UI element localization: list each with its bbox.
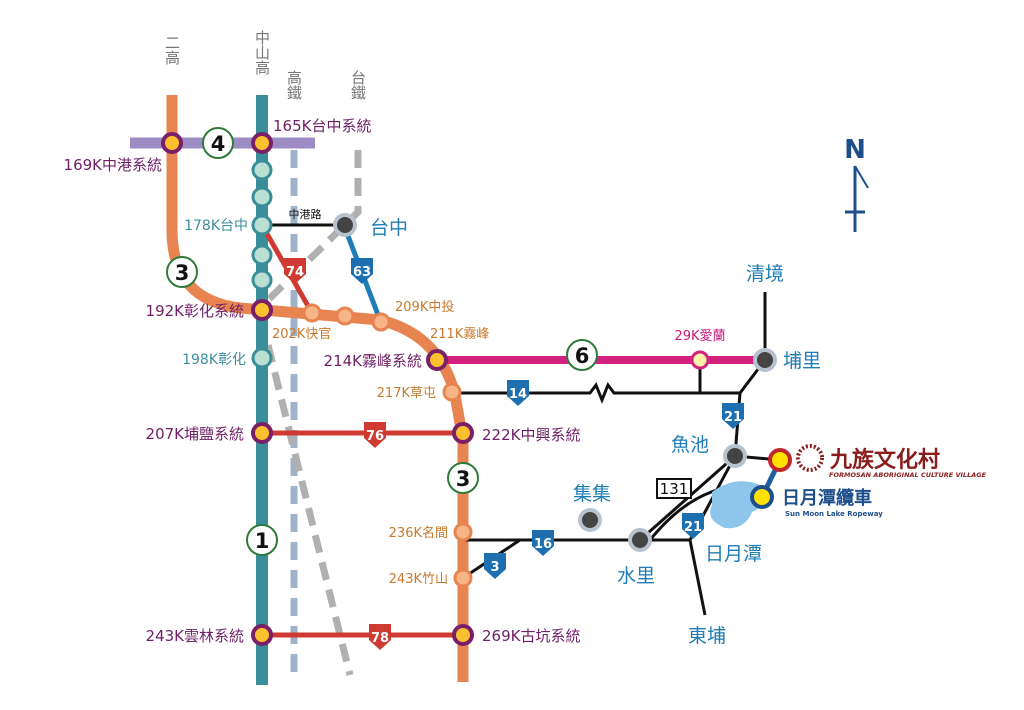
shield-3-provincial: 3 [484, 553, 506, 579]
svg-text:清境: 清境 [746, 263, 784, 285]
svg-text:3: 3 [490, 560, 499, 575]
shield-21-south: 21 [682, 513, 704, 539]
line-headers: 二高 中山高 高鐵 台鐵 [163, 30, 367, 101]
shield-16: 16 [532, 530, 554, 556]
svg-text:集集: 集集 [573, 483, 611, 505]
tra-line-south [264, 344, 354, 676]
interchange-labels: 169K中港系統 165K台中系統 178K台中 192K彰化系統 198K彰化… [64, 117, 726, 645]
svg-text:埔里: 埔里 [783, 350, 821, 372]
svg-text:4: 4 [211, 132, 226, 156]
svg-text:207K埔鹽系統: 207K埔鹽系統 [146, 425, 244, 443]
shield-76: 76 [364, 422, 386, 448]
svg-text:N: N [844, 135, 866, 165]
svg-text:192K彰化系統: 192K彰化系統 [146, 302, 244, 320]
shield-3-south: 3 [447, 462, 479, 494]
header-freeway3: 二高 [163, 35, 181, 65]
shield-63: 63 [351, 258, 373, 284]
svg-text:3: 3 [456, 467, 471, 491]
svg-text:3: 3 [175, 261, 190, 285]
svg-text:九族文化村: 九族文化村 [829, 447, 940, 473]
svg-text:FORMOSAN ABORIGINAL CULTURE VI: FORMOSAN ABORIGINAL CULTURE VILLAGE [829, 471, 987, 479]
svg-text:21: 21 [684, 520, 702, 535]
svg-text:222K中興系統: 222K中興系統 [482, 426, 580, 444]
svg-text:1: 1 [255, 529, 270, 553]
svg-text:178K台中: 178K台中 [184, 218, 248, 234]
shield-4: 4 [202, 127, 234, 159]
svg-text:63: 63 [353, 265, 371, 280]
freeway-shields: 4 3 3 1 6 [166, 127, 598, 556]
header-hsr: 高鐵 [285, 70, 303, 101]
svg-text:16: 16 [534, 537, 552, 552]
north-arrow-icon: N [844, 135, 869, 232]
svg-text:217K草屯: 217K草屯 [377, 386, 436, 401]
shield-1: 1 [246, 524, 278, 556]
svg-text:21: 21 [724, 410, 742, 425]
svg-text:76: 76 [366, 429, 384, 444]
svg-text:202K快官: 202K快官 [272, 326, 331, 342]
nodes [161, 132, 792, 646]
svg-text:Sun Moon Lake Ropeway: Sun Moon Lake Ropeway [785, 510, 883, 518]
svg-text:243K竹山: 243K竹山 [389, 572, 448, 587]
shield-21-north: 21 [722, 403, 744, 429]
svg-text:269K古坑系統: 269K古坑系統 [482, 627, 580, 645]
svg-text:211K霧峰: 211K霧峰 [430, 327, 489, 342]
shield-6: 6 [566, 339, 598, 371]
svg-text:243K雲林系統: 243K雲林系統 [146, 627, 244, 645]
header-freeway1: 中山高 [253, 30, 271, 75]
shield-74: 74 [284, 258, 306, 284]
svg-text:14: 14 [509, 387, 527, 402]
svg-text:131: 131 [660, 480, 689, 498]
local-roads [262, 223, 781, 616]
svg-text:水里: 水里 [617, 565, 655, 587]
attraction-ropeway[interactable]: 日月潭纜車 Sun Moon Lake Ropeway [782, 487, 883, 518]
svg-text:209K中投: 209K中投 [395, 299, 454, 315]
svg-text:6: 6 [575, 344, 590, 368]
header-tra: 台鐵 [349, 70, 367, 101]
svg-text:214K霧峰系統: 214K霧峰系統 [324, 352, 422, 370]
shield-131: 131 [656, 478, 692, 499]
shield-14: 14 [507, 380, 529, 406]
svg-text:魚池: 魚池 [671, 434, 709, 456]
svg-text:東埔: 東埔 [688, 625, 726, 647]
svg-text:74: 74 [286, 265, 304, 280]
shield-3-north: 3 [166, 256, 198, 288]
svg-text:台中: 台中 [370, 217, 408, 239]
svg-text:日月潭: 日月潭 [705, 543, 762, 565]
formosan-logo-icon [796, 444, 824, 472]
road-shields: 74 63 76 78 14 21 21 16 3 131 [284, 258, 744, 650]
shield-78: 78 [369, 624, 391, 650]
svg-text:78: 78 [371, 631, 389, 646]
svg-text:日月潭纜車: 日月潭纜車 [782, 487, 872, 509]
sun-moon-lake [710, 481, 764, 529]
place-labels: 台中 清境 埔里 魚池 集集 水里 日月潭 東埔 [370, 217, 821, 647]
svg-text:165K台中系統: 165K台中系統 [273, 117, 371, 135]
svg-text:198K彰化: 198K彰化 [182, 351, 246, 368]
svg-text:169K中港系統: 169K中港系統 [64, 156, 162, 174]
svg-text:236K名間: 236K名間 [389, 525, 448, 541]
road-label-zhonggang: 中港路 [289, 208, 322, 221]
attraction-formosan-village[interactable]: 九族文化村 FORMOSAN ABORIGINAL CULTURE VILLAG… [796, 444, 987, 479]
svg-text:29K愛蘭: 29K愛蘭 [674, 328, 725, 344]
